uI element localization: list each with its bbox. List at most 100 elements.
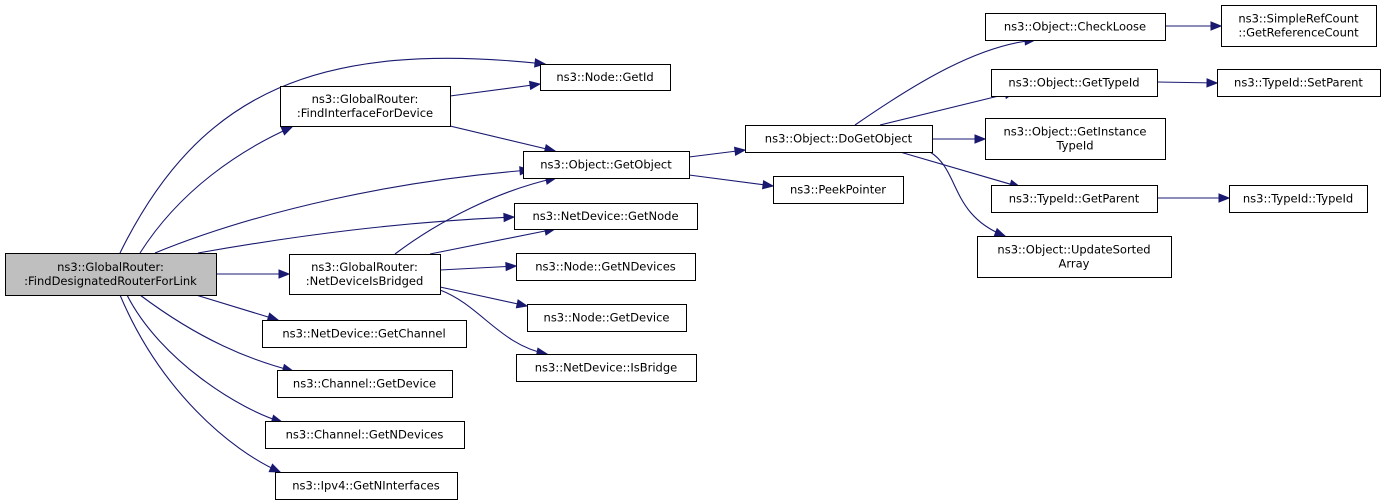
edge-root-to-findInterface [139,126,293,254]
node-label-line: ns3::TypeId::GetParent [1009,192,1140,206]
edge-netDeviceIsBridged-to-nodeGetNDevices [439,265,517,271]
arrowhead-nodeGetNDevices [505,261,518,272]
node-label-line: ns3::Object::GetObject [540,158,672,172]
node-root[interactable]: ns3::GlobalRouter::FindDesignatedRouterF… [5,253,217,296]
node-findInterface[interactable]: ns3::GlobalRouter::FindInterfaceForDevic… [280,86,451,127]
node-label-line: ns3::Node::GetNDevices [535,260,676,274]
edge-doGetObject-to-updateSortedArray [929,151,1006,237]
node-box [527,304,687,332]
node-label-line: ns3::Node::GetDevice [544,311,670,325]
node-label-line: Array [1059,257,1090,271]
node-doGetObject[interactable]: ns3::Object::DoGetObject [745,125,933,153]
arrowhead-netDevGetChannel [266,312,280,322]
node-box [277,370,453,398]
node-label-line: ns3::GlobalRouter: [312,92,419,106]
edge-root-to-netDevGetNode [197,216,515,254]
node-objGetTypeId[interactable]: ns3::Object::GetTypeId [991,69,1158,97]
edge-root-to-channelGetDevice [139,294,294,372]
node-label-line: ns3::NetDevice::GetChannel [282,327,445,341]
arrowhead-nodeGetId [528,80,542,91]
edge-getObject-to-peekPointer [688,174,774,187]
edge-doGetObject-to-checkLoose [854,39,1036,126]
node-netDevIsBridge[interactable]: ns3::NetDevice::IsBridge [516,354,697,382]
arrowhead-netDevGetNode [503,212,516,223]
node-getObject[interactable]: ns3::Object::GetObject [523,151,690,179]
node-label-line: ::GetReferenceCount [1238,26,1359,40]
node-label-line: ns3::GlobalRouter: [57,260,164,274]
edge-netDeviceIsBridged-to-getObject [394,177,557,255]
node-label-line: ns3::Channel::GetDevice [293,377,436,391]
node-box [540,64,671,91]
edge-findInterface-to-nodeGetId [449,83,541,97]
node-box [516,354,697,382]
arrowhead-nodeGetId [534,58,547,68]
edge-netDeviceIsBridged-to-netDevIsBridge [439,289,548,355]
node-peekPointer[interactable]: ns3::PeekPointer [773,176,904,204]
node-label-line: :NetDeviceIsBridged [306,274,424,288]
edge-findInterface-to-getObject [449,125,556,152]
arrowhead-netDeviceIsBridged [278,269,291,279]
edge-root-to-ipv4GetNInterfaces [119,294,281,473]
node-label-line: :FindDesignatedRouterForLink [24,274,197,288]
node-getReferenceCount[interactable]: ns3::SimpleRefCount::GetReferenceCount [1221,5,1377,47]
node-box [265,421,465,449]
edges-layer [119,21,1231,473]
node-nodeGetNDevices[interactable]: ns3::Node::GetNDevices [516,253,696,281]
node-label-line: ns3::NetDevice::GetNode [532,209,678,223]
node-box [991,69,1158,97]
node-box [985,13,1166,41]
node-channelGetNDevices[interactable]: ns3::Channel::GetNDevices [265,421,465,449]
node-label-line: ns3::SimpleRefCount [1238,12,1359,26]
node-label-line: ns3::TypeId::TypeId [1243,192,1353,206]
node-nodeGetDevice[interactable]: ns3::Node::GetDevice [527,304,687,332]
node-box [523,151,690,179]
node-label-line: ns3::Object::GetInstance [1004,125,1147,139]
node-netDevGetNode[interactable]: ns3::NetDevice::GetNode [514,203,698,230]
node-label-line: ns3::Ipv4::GetNInterfaces [292,479,439,493]
arrowhead-updateSortedArray [993,227,1007,237]
node-box [977,236,1172,278]
node-label-line: TypeId [1055,139,1093,153]
node-box [262,320,467,348]
edge-root-to-channelGetNDevices [126,294,283,423]
node-box [280,86,451,127]
node-box [991,185,1158,213]
edge-root-to-nodeGetId [119,57,546,254]
arrowhead-ipv4GetNInterfaces [268,463,282,473]
arrowhead-findInterface [280,126,294,136]
edge-doGetObject-to-objGetTypeId [879,91,1016,126]
node-label-line: ns3::PeekPointer [790,183,886,197]
arrowhead-getInstanceTypeId [974,134,987,144]
node-netDevGetChannel[interactable]: ns3::NetDevice::GetChannel [262,320,467,348]
node-box [516,253,696,281]
node-box [5,253,217,296]
node-box [1229,185,1368,213]
node-label-line: ns3::Node::GetId [556,70,653,84]
arrowhead-getReferenceCount [1210,21,1223,31]
node-ipv4GetNInterfaces[interactable]: ns3::Ipv4::GetNInterfaces [275,472,458,500]
edge-root-to-getObject [154,169,531,254]
node-nodeGetId[interactable]: ns3::Node::GetId [540,64,671,91]
node-label-line: :FindInterfaceForDevice [297,106,433,120]
arrowhead-peekPointer [761,179,775,190]
node-checkLoose[interactable]: ns3::Object::CheckLoose [985,13,1166,41]
node-setParent[interactable]: ns3::TypeId::SetParent [1217,69,1381,97]
node-box [773,176,904,204]
node-channelGetDevice[interactable]: ns3::Channel::GetDevice [277,370,453,398]
node-box [514,203,698,230]
node-box [275,472,458,500]
node-box [985,118,1166,160]
edge-root-to-netDevGetChannel [195,294,279,321]
node-box [745,125,933,153]
arrowhead-doGetObject [733,146,747,157]
edge-netDeviceIsBridged-to-netDevGetNode [429,228,556,255]
node-label-line: ns3::TypeId::SetParent [1234,76,1363,90]
arrowhead-nodeGetDevice [515,299,529,309]
node-netDeviceIsBridged[interactable]: ns3::GlobalRouter::NetDeviceIsBridged [289,254,441,295]
node-typeIdGetParent[interactable]: ns3::TypeId::GetParent [991,185,1158,213]
edge-doGetObject-to-typeIdGetParent [899,151,1021,188]
node-typeIdTypeId[interactable]: ns3::TypeId::TypeId [1229,185,1368,213]
